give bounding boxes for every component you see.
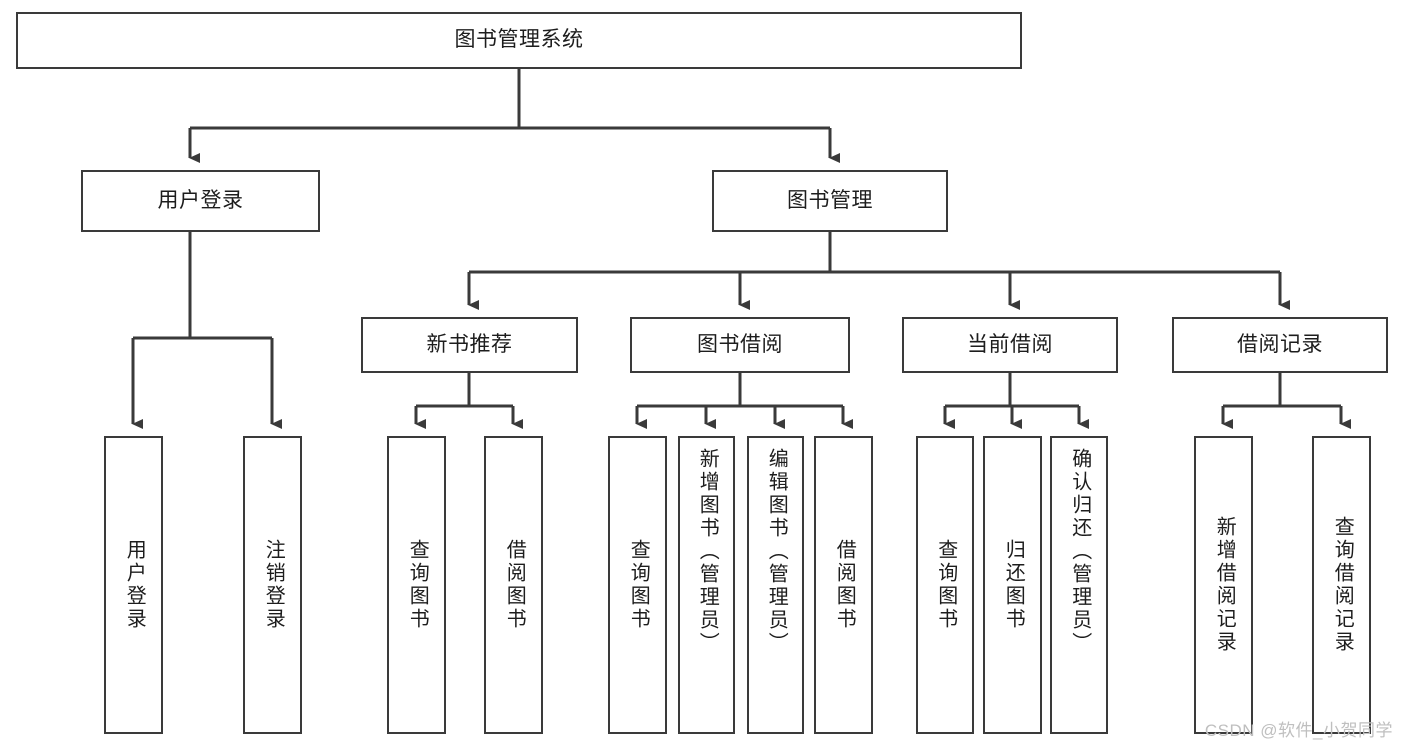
node-book-borrow[interactable]: 图书借阅	[630, 317, 850, 373]
node-leaf-query-record[interactable]: 查询借阅记录	[1312, 436, 1371, 734]
node-leaf-borrow-book-1-label: 借阅图书	[503, 539, 526, 631]
node-leaf-query-book-3[interactable]: 查询图书	[916, 436, 974, 734]
node-leaf-borrow-book-2[interactable]: 借阅图书	[814, 436, 873, 734]
node-current-borrow[interactable]: 当前借阅	[902, 317, 1118, 373]
node-borrow-record-label: 借阅记录	[1237, 332, 1323, 356]
node-leaf-query-book-2-label: 查询图书	[627, 539, 650, 631]
node-leaf-edit-book[interactable]: 编辑图书（管理员）	[747, 436, 804, 734]
node-leaf-add-record[interactable]: 新增借阅记录	[1194, 436, 1253, 734]
node-root[interactable]: 图书管理系统	[16, 12, 1022, 69]
node-new-book-recommend-label: 新书推荐	[426, 332, 513, 356]
node-leaf-query-book-1[interactable]: 查询图书	[387, 436, 446, 734]
node-borrow-record[interactable]: 借阅记录	[1172, 317, 1388, 373]
node-leaf-user-login-label: 用户登录	[123, 539, 146, 631]
node-leaf-borrow-book-2-label: 借阅图书	[833, 539, 856, 631]
node-leaf-add-record-label: 新增借阅记录	[1213, 516, 1236, 654]
node-leaf-query-book-1-label: 查询图书	[406, 539, 429, 631]
node-root-label: 图书管理系统	[454, 28, 584, 52]
node-leaf-logout-label: 注销登录	[262, 539, 285, 631]
node-book-management-label: 图书管理	[787, 188, 873, 212]
node-leaf-return-book-label: 归还图书	[1002, 539, 1025, 631]
node-book-borrow-label: 图书借阅	[697, 332, 783, 356]
node-leaf-add-book-label: 新增图书（管理员）	[696, 448, 719, 655]
node-leaf-logout[interactable]: 注销登录	[243, 436, 302, 734]
node-leaf-return-book[interactable]: 归还图书	[983, 436, 1042, 734]
node-leaf-confirm-return[interactable]: 确认归还（管理员）	[1050, 436, 1108, 734]
node-leaf-edit-book-label: 编辑图书（管理员）	[765, 448, 788, 655]
node-leaf-confirm-return-label: 确认归还（管理员）	[1068, 448, 1091, 655]
node-book-management[interactable]: 图书管理	[712, 170, 948, 232]
node-leaf-query-book-3-label: 查询图书	[934, 539, 957, 631]
node-user-login[interactable]: 用户登录	[81, 170, 320, 232]
node-leaf-add-book[interactable]: 新增图书（管理员）	[678, 436, 735, 734]
node-leaf-user-login[interactable]: 用户登录	[104, 436, 163, 734]
node-current-borrow-label: 当前借阅	[967, 332, 1053, 356]
node-user-login-label: 用户登录	[157, 188, 244, 212]
node-leaf-borrow-book-1[interactable]: 借阅图书	[484, 436, 543, 734]
node-leaf-query-record-label: 查询借阅记录	[1331, 516, 1354, 654]
watermark: CSDN @软件_小贺同学	[1204, 721, 1393, 740]
node-new-book-recommend[interactable]: 新书推荐	[361, 317, 578, 373]
node-leaf-query-book-2[interactable]: 查询图书	[608, 436, 667, 734]
